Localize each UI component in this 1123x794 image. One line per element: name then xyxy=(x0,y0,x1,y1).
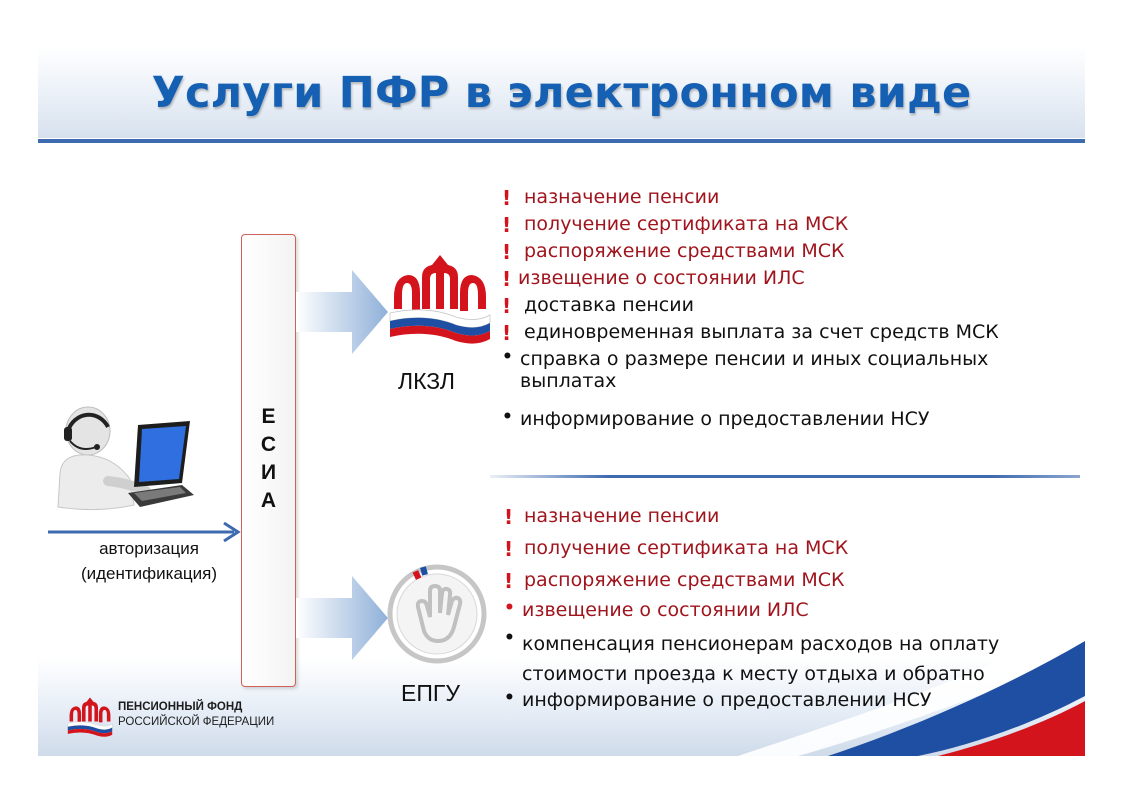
list-item: ! извещение о состоянии ИЛС xyxy=(502,267,999,294)
exclamation-icon: ! xyxy=(502,321,512,345)
swoosh-blue xyxy=(828,641,1085,756)
service-text: единовременная выплата за счет средств М… xyxy=(524,321,999,343)
list-item: ! доставка пенсии xyxy=(502,294,999,321)
exclamation-icon: ! xyxy=(502,186,512,210)
russian-flag-swoosh xyxy=(738,621,1085,756)
service-text: распоряжение средствами МСК xyxy=(524,569,845,591)
list-item: ! распоряжение средствами МСК xyxy=(502,240,999,267)
service-text: информирование о предоставлении НСУ xyxy=(522,689,932,711)
exclamation-icon: ! xyxy=(502,213,512,237)
auth-arrow-icon xyxy=(48,521,241,543)
gosuslugi-hand-icon xyxy=(387,564,487,664)
list-item: • информирование о предоставлении НСУ xyxy=(504,688,999,719)
list-item: • справка о размере пенсии и иных социал… xyxy=(502,347,999,408)
person-with-headset-at-laptop-icon xyxy=(57,406,194,511)
org-name: ПЕНСИОННЫЙ ФОНД РОССИЙСКОЙ ФЕДЕРАЦИИ xyxy=(118,700,274,730)
list-item: • извещение о состоянии ИЛС xyxy=(504,598,999,629)
list-item: ! назначение пенсии xyxy=(502,186,999,213)
exclamation-icon: ! xyxy=(502,240,512,264)
lkzl-label: ЛКЗЛ xyxy=(398,368,455,394)
pfr-emblem-icon xyxy=(389,255,491,344)
service-text: извещение о состоянии ИЛС xyxy=(522,599,809,621)
right-arrow-icon xyxy=(296,576,388,660)
header-band xyxy=(38,46,1085,138)
right-arrow-icon xyxy=(296,270,388,354)
service-text: назначение пенсии xyxy=(524,505,720,527)
service-text: распоряжение средствами МСК xyxy=(524,240,845,262)
page-title: Услуги ПФР в электронном виде xyxy=(151,68,972,118)
list-item: • информирование о предоставлении НСУ xyxy=(502,407,999,435)
service-text: компенсация пенсионерам расходов на опла… xyxy=(522,633,1000,655)
bullet-icon: • xyxy=(504,598,515,618)
exclamation-icon: ! xyxy=(504,537,514,561)
bullet-icon: • xyxy=(502,347,513,367)
auth-label-line1: авторизация xyxy=(99,539,199,558)
pfr-logo-icon xyxy=(67,697,113,737)
epgu-label: ЕПГУ xyxy=(401,680,460,706)
list-item: ! единовременная выплата за счет средств… xyxy=(502,321,999,348)
bullet-icon: • xyxy=(502,407,513,427)
org-name-line2: РОССИЙСКОЙ ФЕДЕРАЦИИ xyxy=(118,716,275,728)
auth-label: авторизация (идентификация) xyxy=(44,536,254,586)
service-text-cont: стоимости проезда к месту отдыха и обрат… xyxy=(522,663,985,685)
epgu-service-list: ! назначение пенсии ! получение сертифик… xyxy=(504,505,999,719)
header-underline xyxy=(38,139,1085,143)
list-item: ! назначение пенсии xyxy=(504,505,999,537)
service-text: извещение о состоянии ИЛС xyxy=(518,267,805,289)
service-text: получение сертификата на МСК xyxy=(524,537,849,559)
service-text: доставка пенсии xyxy=(524,294,694,316)
esia-letter-1: Е xyxy=(261,405,276,428)
slide: Услуги ПФР в электронном виде авторизаци… xyxy=(38,46,1085,756)
exclamation-icon: ! xyxy=(502,294,512,318)
exclamation-icon: ! xyxy=(502,267,512,291)
esia-letter-4: А xyxy=(260,489,277,512)
exclamation-icon: ! xyxy=(504,505,514,529)
service-text: информирование о предоставлении НСУ xyxy=(520,408,930,430)
list-item: ! распоряжение средствами МСК xyxy=(504,569,999,599)
bullet-icon: • xyxy=(504,628,515,648)
bullet-icon: • xyxy=(504,688,515,708)
lkzl-service-list: ! назначение пенсии ! получение сертифик… xyxy=(502,186,999,435)
esia-letter-3: И xyxy=(260,461,277,484)
list-item: ! получение сертификата на МСК xyxy=(504,537,999,569)
swoosh-red xyxy=(938,701,1085,756)
esia-box[interactable]: Е С И А xyxy=(241,234,296,687)
esia-letter-2: С xyxy=(260,433,277,456)
section-divider xyxy=(490,475,1080,478)
auth-label-line2: (идентификация) xyxy=(80,564,218,583)
service-text: получение сертификата на МСК xyxy=(524,213,849,235)
org-name-line1: ПЕНСИОННЫЙ ФОНД xyxy=(118,701,243,713)
list-item: • компенсация пенсионерам расходов на оп… xyxy=(504,628,1000,689)
list-item: ! получение сертификата на МСК xyxy=(502,213,999,240)
service-text-cont: выплатах xyxy=(520,370,617,392)
service-text: назначение пенсии xyxy=(524,186,720,208)
exclamation-icon: ! xyxy=(504,569,514,593)
service-text: справка о размере пенсии и иных социальн… xyxy=(520,348,989,370)
